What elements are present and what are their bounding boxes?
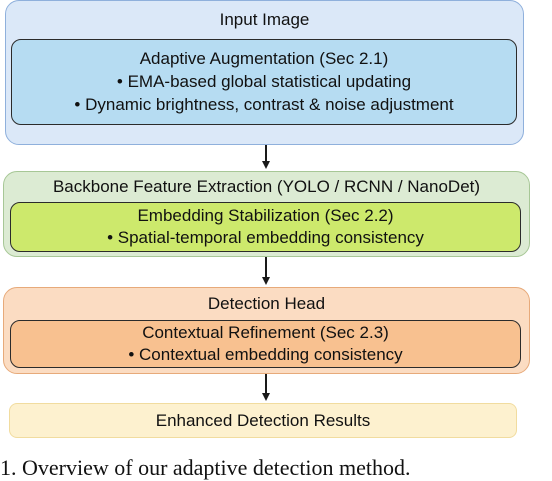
adaptive-augmentation-box: Adaptive Augmentation (Sec 2.1) • EMA-ba… — [11, 39, 517, 125]
input-image-title: Input Image — [219, 10, 310, 29]
embedding-stabilization-heading: Embedding Stabilization (Sec 2.2) — [137, 206, 394, 225]
figure-caption: 1. Overview of our adaptive detection me… — [0, 455, 411, 480]
contextual-embedding-bullet: • Contextual embedding consistency — [128, 345, 403, 364]
contextual-refinement-heading: Contextual Refinement (Sec 2.3) — [142, 323, 389, 342]
arrow-head-icon — [262, 161, 270, 169]
arrow-head-icon — [262, 277, 270, 285]
adaptive-augmentation-heading: Adaptive Augmentation (Sec 2.1) — [139, 49, 389, 68]
input-image-stage: Input Image Adaptive Augmentation (Sec 2… — [5, 0, 524, 145]
arrow-head-icon — [262, 393, 270, 401]
backbone-title: Backbone Feature Extraction (YOLO / RCNN… — [52, 177, 481, 196]
embedding-stabilization-box: Embedding Stabilization (Sec 2.2) • Spat… — [10, 202, 521, 252]
ema-bullet: • EMA-based global statistical updating — [116, 72, 412, 91]
detection-head-stage: Detection Head Contextual Refinement (Se… — [3, 287, 530, 374]
contextual-refinement-box: Contextual Refinement (Sec 2.3) • Contex… — [10, 320, 521, 368]
results-stage: Enhanced Detection Results — [9, 403, 517, 438]
results-title: Enhanced Detection Results — [155, 411, 371, 430]
dynamic-adjustment-bullet: • Dynamic brightness, contrast & noise a… — [74, 95, 454, 114]
backbone-stage: Backbone Feature Extraction (YOLO / RCNN… — [3, 171, 530, 257]
detection-head-title: Detection Head — [207, 294, 326, 313]
spatial-temporal-bullet: • Spatial-temporal embedding consistency — [107, 228, 424, 247]
